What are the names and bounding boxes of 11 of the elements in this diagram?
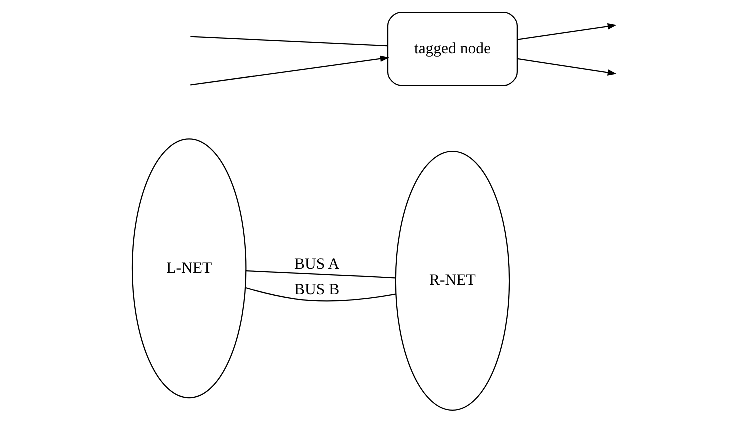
arrow bbox=[517, 23, 616, 40]
node-ellipse: R-NET bbox=[394, 151, 510, 411]
connector bbox=[245, 287, 396, 302]
edge-label: BUS A bbox=[294, 256, 340, 273]
arrow bbox=[517, 58, 616, 76]
arrow bbox=[190, 56, 389, 86]
node-box: tagged node bbox=[386, 12, 518, 86]
connector bbox=[190, 36, 388, 47]
connector bbox=[246, 270, 396, 279]
edge-label: BUS B bbox=[294, 282, 340, 299]
node-ellipse: L-NET bbox=[131, 138, 246, 399]
